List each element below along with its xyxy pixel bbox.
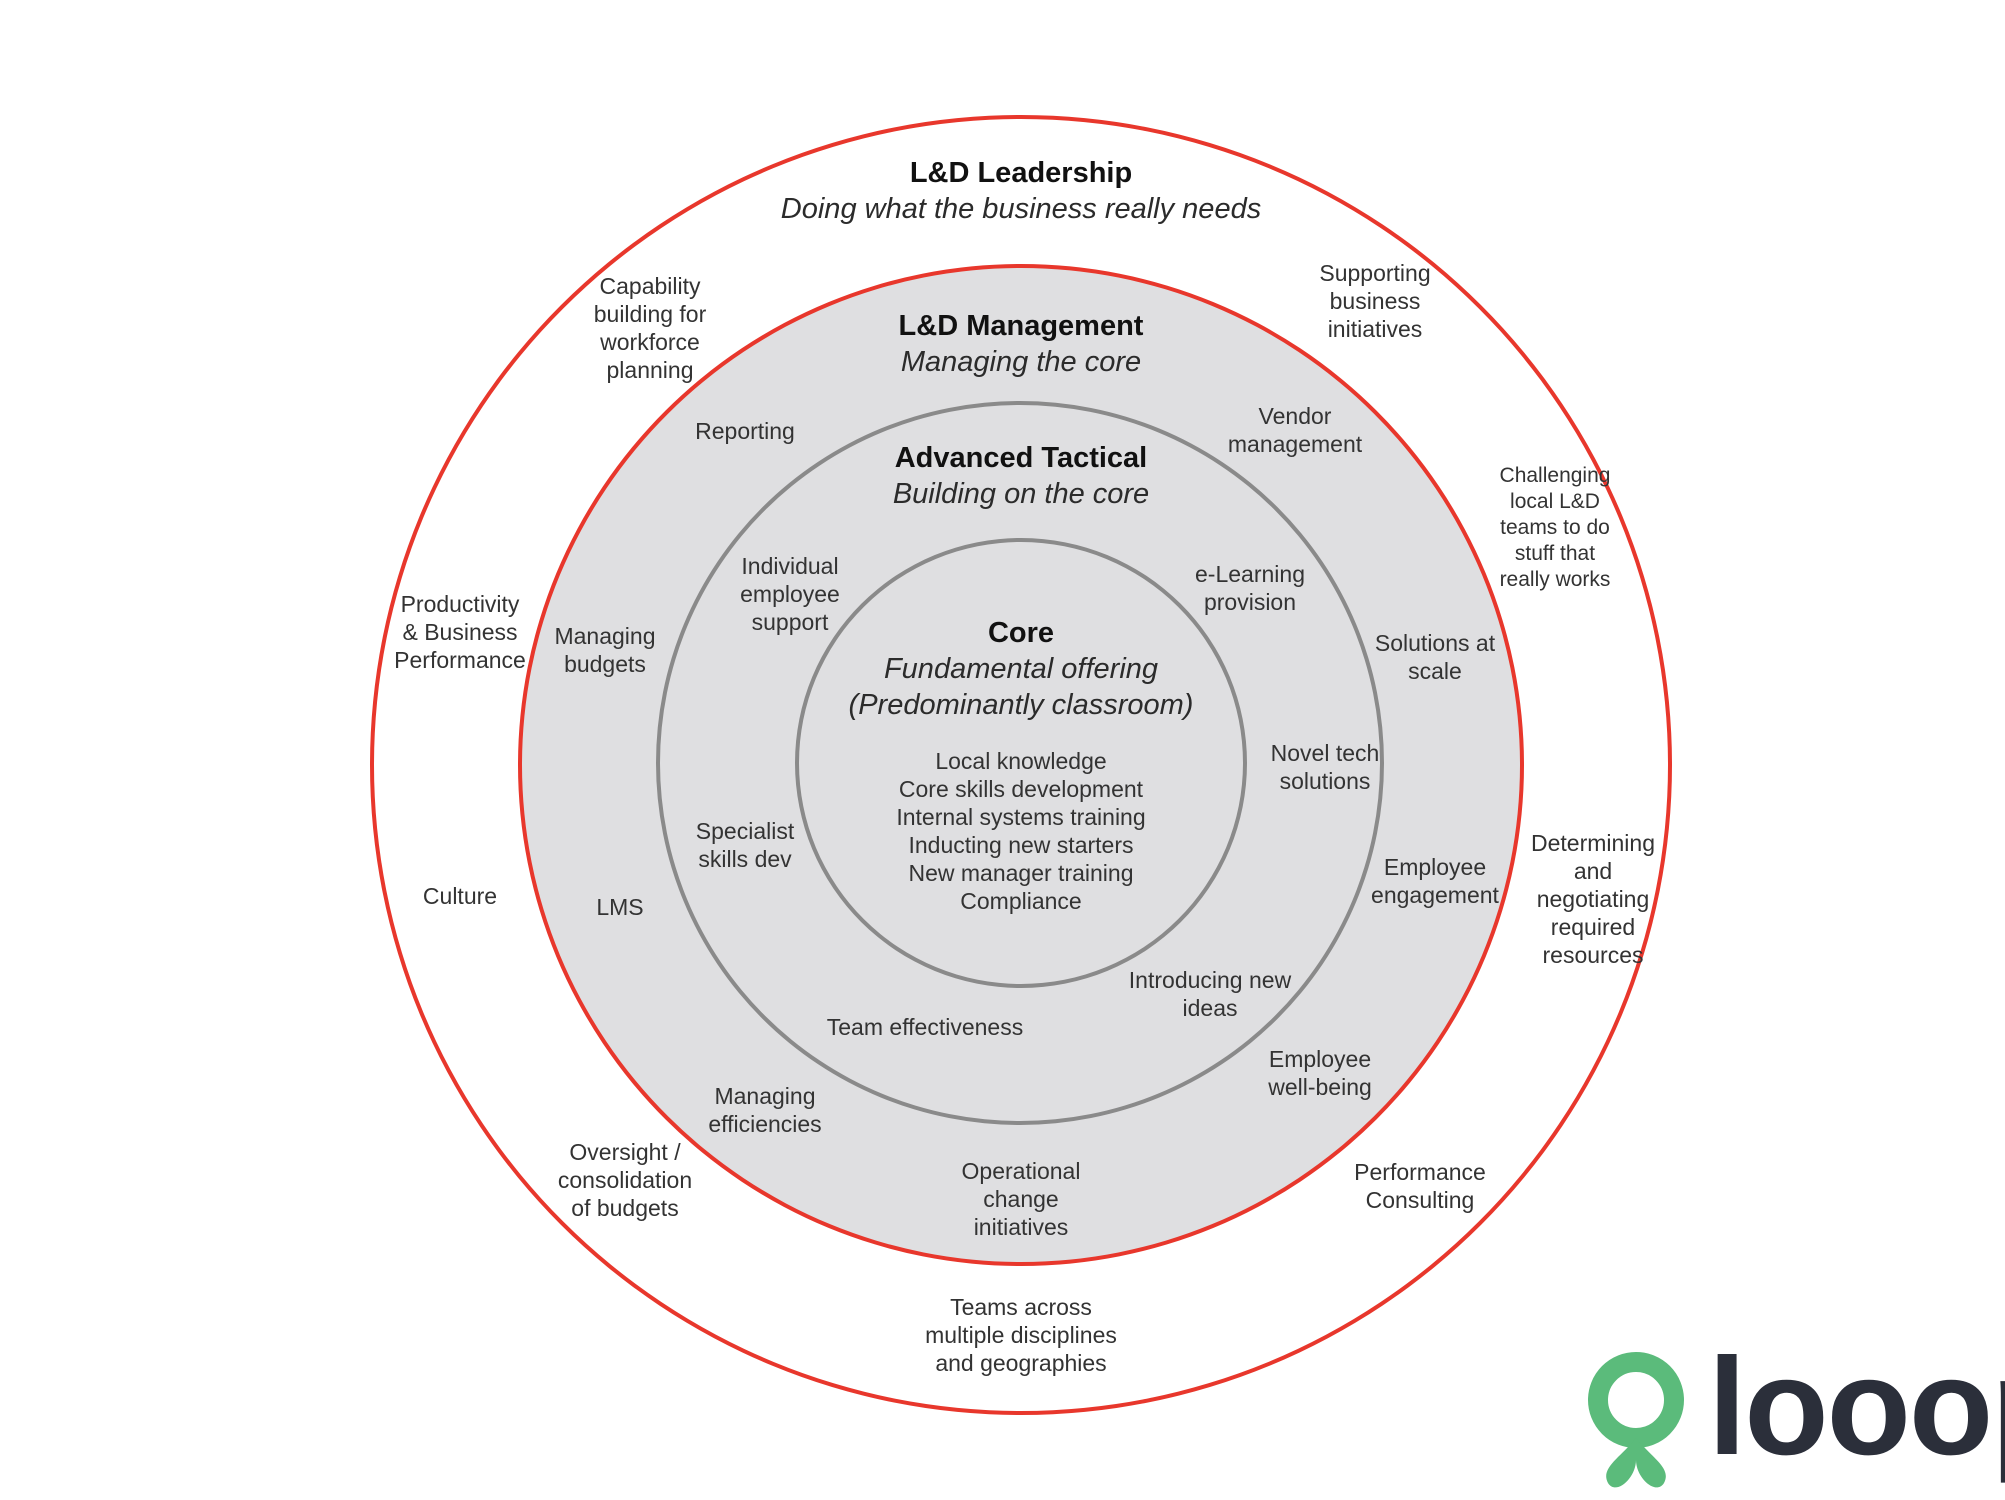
leadership-item-oversight: Oversight / consolidation of budgets [557, 1139, 693, 1221]
management-subtitle: Managing the core [900, 346, 1142, 378]
core-title: Core [987, 617, 1055, 649]
tactical-title: Advanced Tactical [894, 442, 1148, 474]
core-subtitle-offering: Fundamental offering [883, 653, 1159, 685]
management-item-wellbeing: Employee well-being [1268, 1046, 1372, 1100]
leadership-item-productivity: Productivity & Business Performance [394, 591, 526, 673]
leadership-item-performance: Performance Consulting [1354, 1159, 1486, 1213]
looop-pin-icon [1588, 1352, 1684, 1488]
management-title: L&D Management [898, 310, 1144, 342]
management-item-reporting: Reporting [695, 418, 795, 444]
management-item-operational: Operational change initiatives [961, 1158, 1081, 1240]
looop-logo: looop [1580, 1338, 2005, 1498]
management-item-budgets: Managing budgets [554, 623, 656, 677]
leadership-subtitle: Doing what the business really needs [780, 193, 1262, 225]
management-item-solutions: Solutions at scale [1374, 630, 1496, 684]
leadership-item-determining: Determining and negotiating required res… [1531, 830, 1655, 968]
leadership-item-teams: Teams across multiple disciplines and ge… [925, 1294, 1117, 1376]
tactical-item-ideas: Introducing new ideas [1128, 967, 1292, 1021]
management-item-lms: LMS [596, 894, 644, 920]
leadership-title: L&D Leadership [909, 157, 1133, 189]
looop-wordmark: looop [1708, 1330, 2005, 1484]
management-item-efficiencies: Managing efficiencies [708, 1083, 822, 1137]
leadership-item-supporting: Supporting business initiatives [1319, 260, 1431, 342]
tactical-item-elearning: e-Learning provision [1195, 561, 1305, 615]
management-item-engagement: Employee engagement [1371, 854, 1499, 908]
core-ring [795, 538, 1247, 988]
management-item-vendor: Vendor management [1227, 403, 1363, 457]
leadership-item-capability: Capability building for workforce planni… [593, 273, 707, 383]
tactical-item-team: Team effectiveness [826, 1014, 1024, 1040]
leadership-item-challenging: Challenging local L&D teams to do stuff … [1499, 464, 1611, 591]
tactical-item-specialist: Specialist skills dev [695, 818, 795, 872]
core-items-list: Local knowledge Core skills development … [896, 748, 1146, 914]
leadership-item-culture: Culture [422, 883, 498, 909]
tactical-item-novel: Novel tech solutions [1270, 740, 1380, 794]
tactical-subtitle: Building on the core [892, 478, 1150, 510]
core-subtitle-classroom: (Predominantly classroom) [848, 689, 1194, 721]
tactical-item-individual: Individual employee support [740, 553, 840, 635]
